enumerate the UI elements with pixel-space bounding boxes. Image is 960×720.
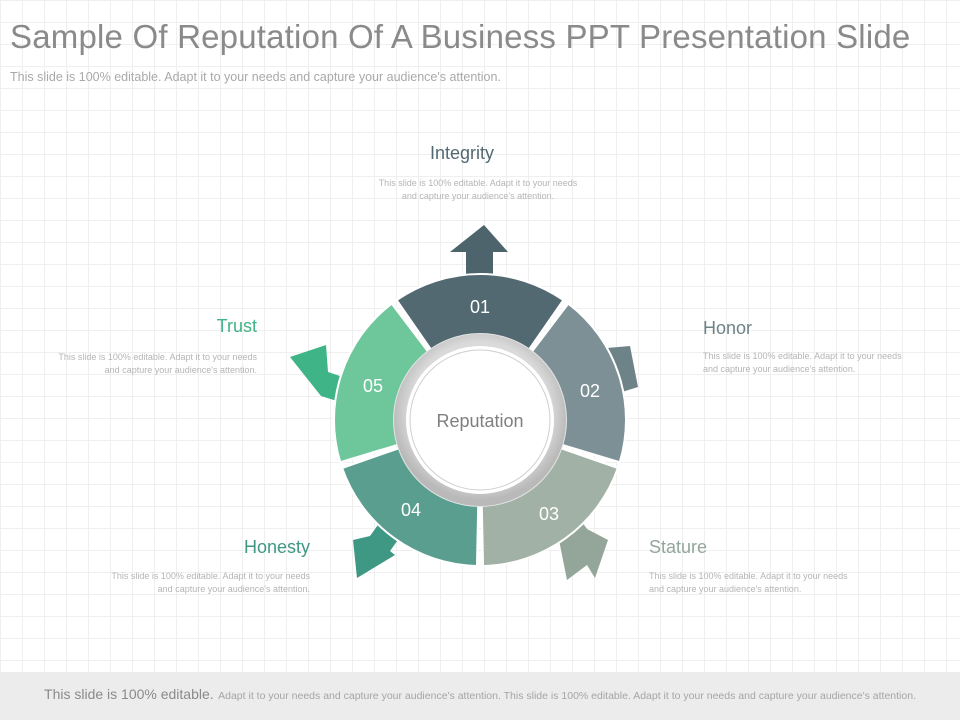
label-integrity: Integrity xyxy=(430,143,495,163)
label-stature: Stature xyxy=(649,537,708,557)
center-label: Reputation xyxy=(436,411,523,431)
center-disc xyxy=(409,349,551,491)
desc-trust: This slide is 100% editable. Adapt it to… xyxy=(58,352,257,375)
footer-bar: This slide is 100% editable. Adapt it to… xyxy=(0,672,960,720)
segment-number-02: 02 xyxy=(580,381,600,401)
arrow-integrity xyxy=(450,225,508,276)
desc-honor: This slide is 100% editable. Adapt it to… xyxy=(703,351,902,374)
segment-number-04: 04 xyxy=(401,500,421,520)
wheel-segments xyxy=(333,273,627,567)
segment-number-03: 03 xyxy=(539,504,559,524)
segment-number-01: 01 xyxy=(470,297,490,317)
center-ring xyxy=(394,334,566,506)
arrow-honesty xyxy=(353,522,400,578)
desc-stature: This slide is 100% editable. Adapt it to… xyxy=(649,571,848,594)
slide-subtitle: This slide is 100% editable. Adapt it to… xyxy=(10,70,501,84)
label-honor: Honor xyxy=(703,318,753,338)
label-honesty: Honesty xyxy=(243,537,310,557)
desc-honesty: This slide is 100% editable. Adapt it to… xyxy=(111,571,310,594)
slide-title: Sample Of Reputation Of A Business PPT P… xyxy=(10,18,911,55)
arrow-trust xyxy=(290,345,350,401)
footer-lead-text: This slide is 100% editable. xyxy=(44,686,214,702)
label-trust: Trust xyxy=(216,316,257,336)
footer-rest-text: Adapt it to your needs and capture your … xyxy=(218,690,916,702)
segment-number-05: 05 xyxy=(363,376,383,396)
desc-integrity: This slide is 100% editable. Adapt it to… xyxy=(378,178,578,201)
